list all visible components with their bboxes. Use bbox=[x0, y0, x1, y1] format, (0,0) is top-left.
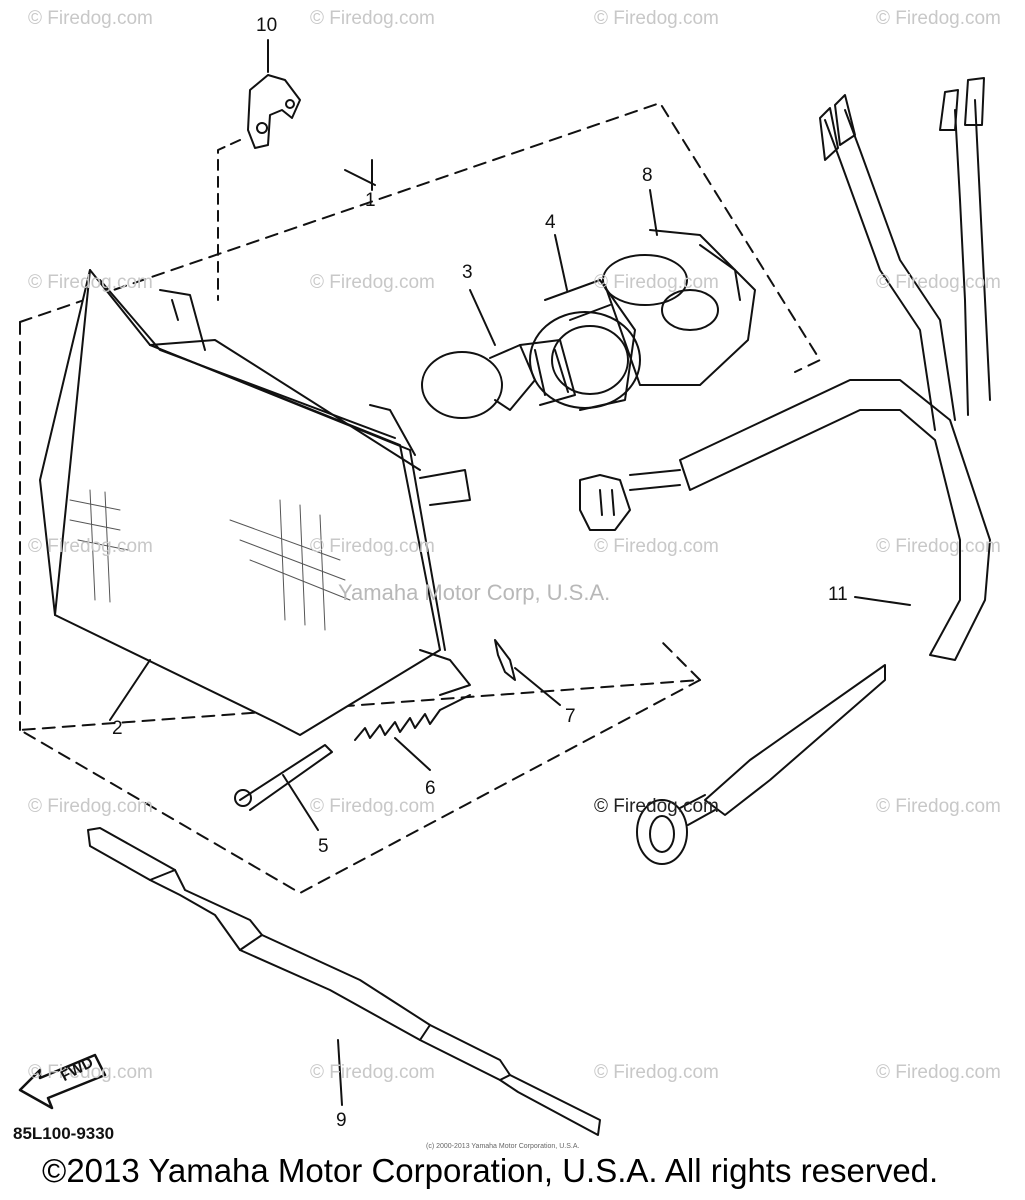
watermark: © Firedog.com bbox=[594, 796, 719, 817]
watermark: © Firedog.com bbox=[310, 272, 435, 293]
callout-3: 3 bbox=[462, 262, 473, 283]
callout-2: 2 bbox=[112, 718, 123, 739]
mounting-bracket-part bbox=[87, 827, 601, 1136]
watermark: © Firedog.com bbox=[28, 536, 153, 557]
callout-4: 4 bbox=[545, 212, 556, 233]
watermark: © Firedog.com bbox=[876, 536, 1001, 557]
watermark: © Firedog.com bbox=[310, 796, 435, 817]
watermark: © Firedog.com bbox=[876, 272, 1001, 293]
watermark: © Firedog.com bbox=[876, 8, 1001, 29]
watermark: © Firedog.com bbox=[28, 796, 153, 817]
watermark: © Firedog.com bbox=[28, 8, 153, 29]
wire-harness-part bbox=[579, 77, 991, 865]
spring-part bbox=[354, 694, 471, 741]
callout-1: 1 bbox=[365, 190, 376, 211]
center-watermark: Yamaha Motor Corp, U.S.A. bbox=[338, 580, 611, 605]
retainer-part bbox=[494, 639, 516, 681]
watermark: © Firedog.com bbox=[594, 272, 719, 293]
watermark: © Firedog.com bbox=[594, 8, 719, 29]
watermark: © Firedog.com bbox=[310, 536, 435, 557]
assembly-dashed-outline bbox=[19, 102, 821, 894]
callout-7: 7 bbox=[565, 706, 576, 727]
watermark: © Firedog.com bbox=[28, 272, 153, 293]
callout-9: 9 bbox=[336, 1110, 347, 1131]
watermark: © Firedog.com bbox=[594, 536, 719, 557]
adjusting-screw-part bbox=[234, 744, 333, 811]
watermark: © Firedog.com bbox=[28, 1062, 153, 1083]
watermark: © Firedog.com bbox=[876, 1062, 1001, 1083]
small-copyright: (c) 2000-2013 Yamaha Motor Corporation, … bbox=[426, 1143, 580, 1150]
socket-cover-part bbox=[602, 229, 756, 386]
callout-6: 6 bbox=[425, 778, 436, 799]
headlight-unit bbox=[39, 269, 471, 736]
watermark: © Firedog.com bbox=[310, 8, 435, 29]
watermark: © Firedog.com bbox=[594, 1062, 719, 1083]
clip-part bbox=[247, 74, 301, 149]
socket-part bbox=[529, 279, 641, 411]
copyright-notice: ©2013 Yamaha Motor Corporation, U.S.A. A… bbox=[42, 1152, 939, 1189]
callout-11: 11 bbox=[828, 584, 848, 605]
forward-arrow-icon bbox=[18, 1053, 107, 1110]
diagram-part-code: 85L100-9330 bbox=[13, 1124, 115, 1143]
watermark: © Firedog.com bbox=[876, 796, 1001, 817]
callout-8: 8 bbox=[642, 165, 653, 186]
callout-1-bracket bbox=[344, 159, 376, 191]
callout-10: 10 bbox=[256, 15, 278, 36]
watermark: © Firedog.com bbox=[310, 1062, 435, 1083]
callout-5: 5 bbox=[318, 836, 329, 857]
